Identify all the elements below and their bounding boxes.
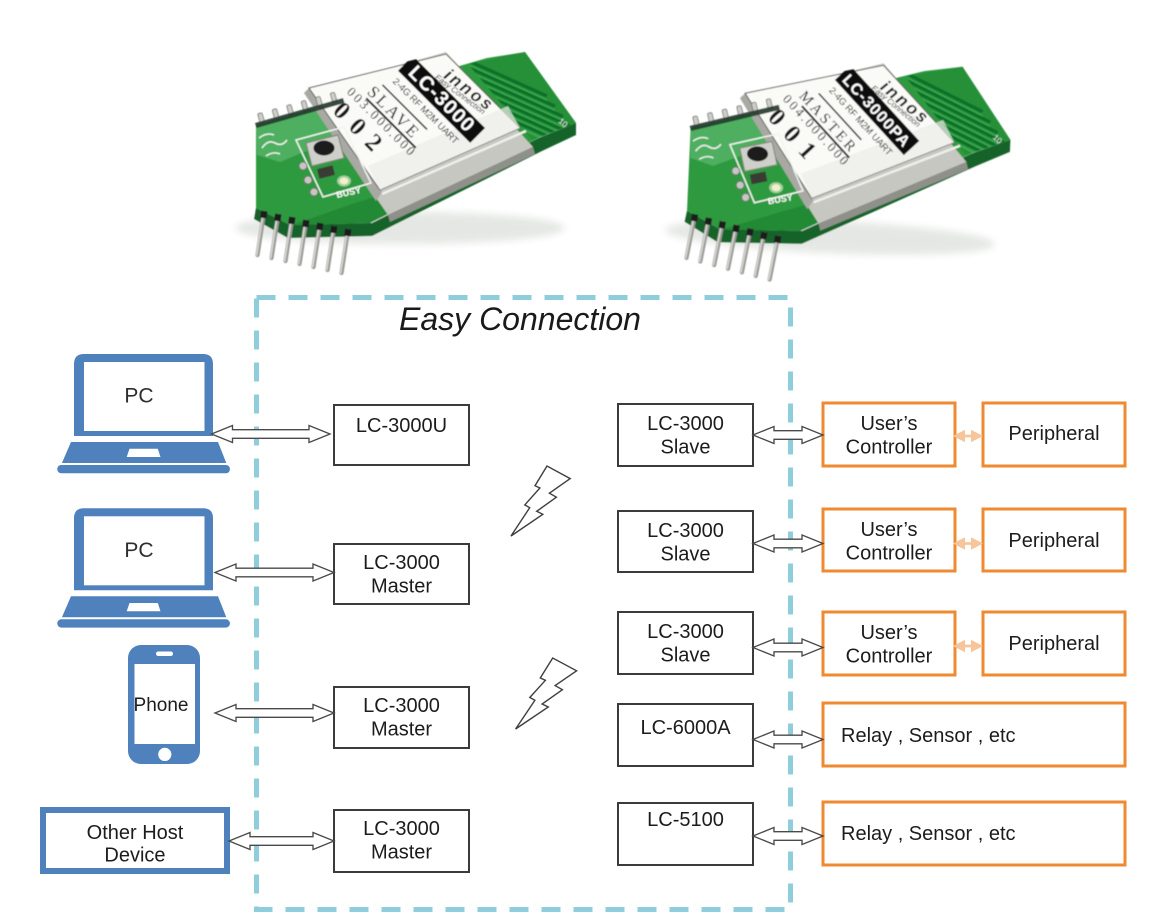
svg-text:Relay , Sensor , etc: Relay , Sensor , etc [841, 725, 1016, 747]
svg-text:Controller: Controller [846, 646, 933, 668]
svg-text:Other Host: Other Host [87, 822, 184, 844]
svg-text:LC-5100: LC-5100 [647, 809, 724, 831]
svg-text:Controller: Controller [846, 437, 933, 459]
svg-text:LC-3000U: LC-3000U [356, 415, 447, 437]
svg-text:User’s: User’s [860, 519, 917, 541]
svg-text:LC-3000: LC-3000 [363, 552, 440, 574]
svg-text:Master: Master [371, 719, 432, 741]
svg-text:Relay , Sensor , etc: Relay , Sensor , etc [841, 823, 1016, 845]
svg-text:Easy Connection: Easy Connection [399, 301, 641, 337]
svg-text:User’s: User’s [860, 413, 917, 435]
svg-text:Slave: Slave [660, 645, 710, 667]
svg-text:Device: Device [104, 845, 165, 867]
svg-text:LC-6000A: LC-6000A [640, 717, 731, 739]
svg-text:Slave: Slave [660, 437, 710, 459]
svg-text:Peripheral: Peripheral [1008, 423, 1099, 445]
svg-text:LC-3000: LC-3000 [647, 621, 724, 643]
svg-text:Peripheral: Peripheral [1008, 633, 1099, 655]
svg-text:Controller: Controller [846, 543, 933, 565]
svg-text:Master: Master [371, 842, 432, 864]
svg-text:Phone: Phone [134, 695, 189, 716]
svg-text:LC-3000: LC-3000 [647, 520, 724, 542]
svg-text:Slave: Slave [660, 544, 710, 566]
svg-text:LC-3000: LC-3000 [363, 818, 440, 840]
svg-text:Peripheral: Peripheral [1008, 530, 1099, 552]
svg-text:User’s: User’s [860, 622, 917, 644]
svg-text:PC: PC [124, 385, 153, 408]
svg-text:BUSY: BUSY [767, 192, 793, 206]
svg-text:Master: Master [371, 576, 432, 598]
svg-text:LC-3000: LC-3000 [647, 413, 724, 435]
svg-text:PC: PC [124, 539, 153, 562]
svg-text:LC-3000: LC-3000 [363, 695, 440, 717]
